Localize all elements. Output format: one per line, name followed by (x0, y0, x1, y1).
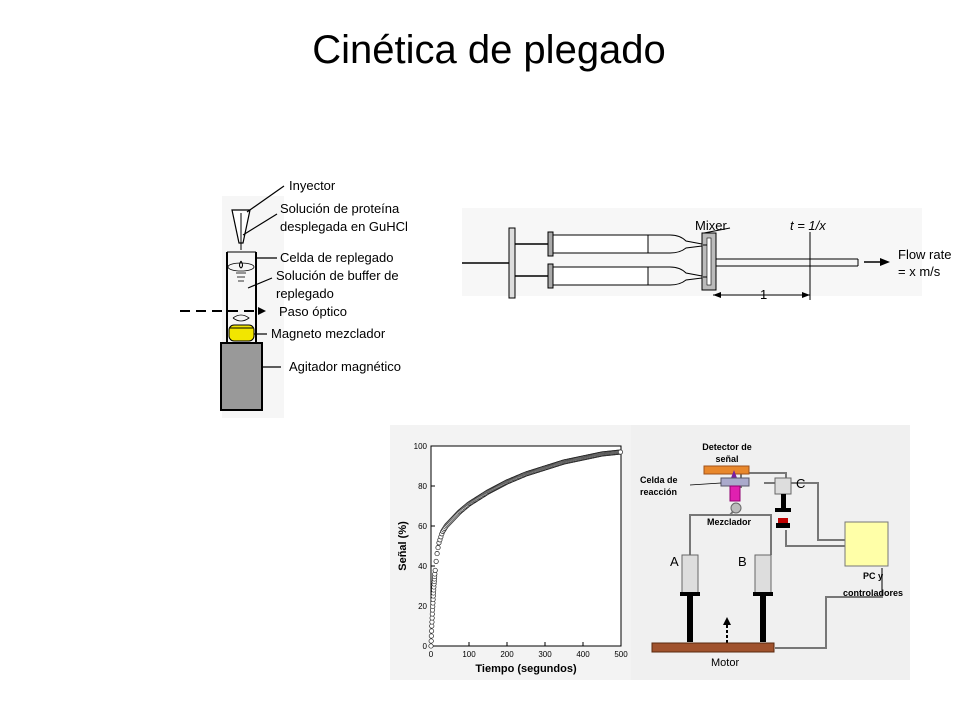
y-tick-label: 100 (414, 442, 428, 451)
data-point (428, 638, 434, 644)
y-tick-label: 0 (423, 642, 428, 651)
y-tick-label: 80 (418, 482, 427, 491)
x-tick-label: 100 (462, 650, 476, 659)
data-point (617, 449, 623, 455)
data-point (428, 633, 434, 639)
page-title: Cinética de plegado (312, 28, 666, 72)
x-tick-label: 0 (429, 650, 434, 659)
y-axis-label: Señal (%) (397, 521, 409, 571)
x-tick-label: 200 (500, 650, 514, 659)
data-point (435, 545, 441, 551)
x-axis-label: Tiempo (segundos) (475, 663, 577, 675)
x-tick-label: 500 (614, 650, 628, 659)
x-tick-label: 300 (538, 650, 552, 659)
x-tick-label: 400 (576, 650, 590, 659)
data-point (434, 551, 440, 557)
y-tick-label: 40 (418, 562, 427, 571)
data-point (428, 643, 434, 649)
y-tick-label: 20 (418, 602, 427, 611)
plot-area (430, 445, 622, 647)
data-point (433, 558, 439, 564)
y-tick-label: 60 (418, 522, 427, 531)
data-point (432, 567, 438, 573)
data-point (429, 628, 435, 634)
